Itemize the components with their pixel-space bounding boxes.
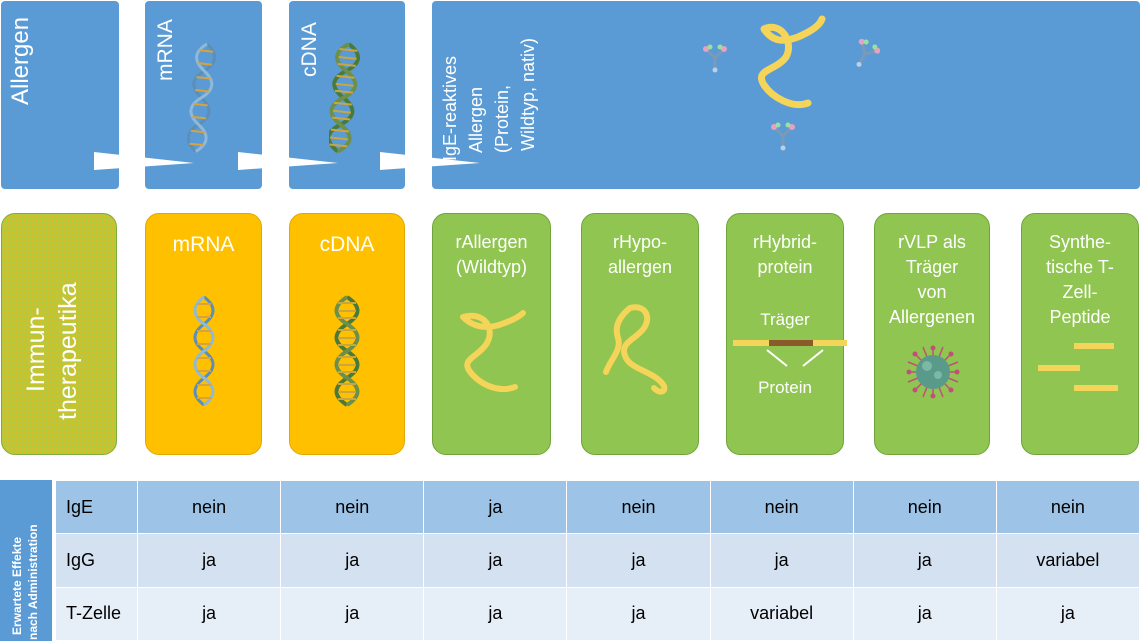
card-rhypo-line-2: allergen — [607, 257, 673, 277]
card-rvlp: rVLP als Träger von Allergenen — [874, 213, 990, 455]
card-rallergen: rAllergen (Wildtyp) — [432, 213, 551, 455]
virus-particle-icon — [906, 345, 960, 399]
dna-helix-icon — [193, 295, 215, 407]
table-row: IgG ja ja ja ja ja ja variabel — [55, 533, 1140, 588]
card-rhybridprotein: rHybrid- protein Träger Protein — [726, 213, 847, 455]
table-cell: variabel — [995, 533, 1140, 588]
table-cell: ja — [136, 586, 282, 641]
protein-chain-icon — [758, 15, 826, 108]
table-cell: nein — [852, 479, 997, 535]
immunotherapeutics-line-1: Immun- — [22, 307, 50, 392]
table-cell: ja — [566, 533, 711, 588]
table-cell: ja — [423, 533, 568, 588]
table-cell: ja — [280, 533, 425, 588]
dna-helix-icon — [334, 295, 360, 407]
ige-reactive-line-1: IgE-reaktives — [440, 55, 460, 161]
table-cell: nein — [136, 479, 282, 535]
card-rhybrid-line-2: protein — [757, 257, 813, 277]
protein-chain-icon — [460, 310, 526, 393]
card-cdna: cDNA — [289, 213, 405, 455]
card-cdna-title: cDNA — [319, 233, 375, 256]
table-cell: nein — [995, 479, 1140, 535]
antibody-icon — [769, 121, 797, 151]
card-mrna: mRNA — [145, 213, 262, 455]
dna-helix-icon — [329, 41, 362, 155]
card-rallergen-line-1: rAllergen — [455, 232, 528, 252]
hybrid-protein-icon — [733, 340, 847, 367]
table-cell: ja — [709, 533, 854, 588]
card-peptides-line-2: tische T- — [1046, 257, 1114, 277]
table-cell: ja — [852, 533, 997, 588]
peptide-icon — [1038, 343, 1118, 391]
expected-effects-table: IgE nein nein ja nein nein nein nein IgG… — [55, 479, 1140, 641]
table-cell: nein — [709, 479, 854, 535]
protein-label: Protein — [758, 378, 812, 397]
card-mrna-title: mRNA — [172, 233, 235, 256]
ige-reactive-line-3: (Protein, — [492, 84, 512, 153]
dna-helix-icon — [187, 41, 218, 154]
protein-chain-icon — [603, 304, 668, 395]
ige-reactive-line-2: Allergen — [466, 86, 486, 153]
row-label: IgG — [55, 533, 138, 588]
row-label: T-Zelle — [55, 586, 138, 641]
mrna-label: mRNA — [154, 19, 177, 81]
table-cell: ja — [423, 586, 568, 641]
card-peptides-line-3: Zell- — [1062, 282, 1098, 302]
card-peptides-line-4: Peptide — [1049, 307, 1111, 327]
ige-reactive-line-4: Wildtyp, nativ) — [518, 37, 538, 151]
immunotherapeutics-line-2: therapeutika — [54, 282, 82, 420]
row-label: IgE — [55, 479, 138, 535]
table-cell: ja — [136, 533, 282, 588]
card-peptides-line-1: Synthe- — [1048, 232, 1112, 252]
antibody-icon — [850, 39, 880, 69]
table-row: IgE nein nein ja nein nein nein nein — [55, 479, 1140, 535]
ige-reactive-allergen-box: IgE-reaktives Allergen (Protein, Wildtyp… — [432, 1, 1140, 189]
card-rallergen-line-2: (Wildtyp) — [456, 257, 527, 277]
table-cell: variabel — [709, 586, 854, 641]
antibody-icon — [701, 43, 729, 73]
card-rvlp-line-2: Träger — [905, 257, 959, 277]
cdna-label: cDNA — [298, 22, 321, 77]
table-cell: ja — [280, 586, 425, 641]
table-cell: ja — [995, 586, 1140, 641]
card-rhypo-line-1: rHypo- — [612, 232, 667, 252]
card-rvlp-line-4: Allergenen — [888, 307, 976, 327]
carrier-label: Träger — [760, 310, 810, 329]
arrow-icon — [94, 152, 480, 170]
card-rhybrid-line-1: rHybrid- — [752, 232, 817, 252]
table-cell: ja — [423, 479, 568, 535]
expected-effects-label-box: Erwartete Effekte nach Administration — [0, 480, 52, 641]
table-cell: nein — [280, 479, 425, 535]
card-rhypoallergen: rHypo- allergen — [581, 213, 699, 455]
table-row: T-Zelle ja ja ja ja variabel ja ja — [55, 586, 1140, 641]
card-rvlp-line-3: von — [917, 282, 947, 302]
table-cell: nein — [566, 479, 711, 535]
card-rvlp-line-1: rVLP als — [898, 232, 966, 252]
table-cell: ja — [852, 586, 997, 641]
expected-effects-line-2: nach Administration — [26, 524, 40, 640]
immunotherapeutics-card: Immun- therapeutika — [1, 213, 117, 455]
expected-effects-line-1: Erwartete Effekte — [10, 536, 24, 635]
card-synthetic-tcell-peptides: Synthe- tische T- Zell- Peptide — [1021, 213, 1139, 455]
table-cell: ja — [566, 586, 711, 641]
allergen-label: Allergen — [7, 16, 34, 105]
